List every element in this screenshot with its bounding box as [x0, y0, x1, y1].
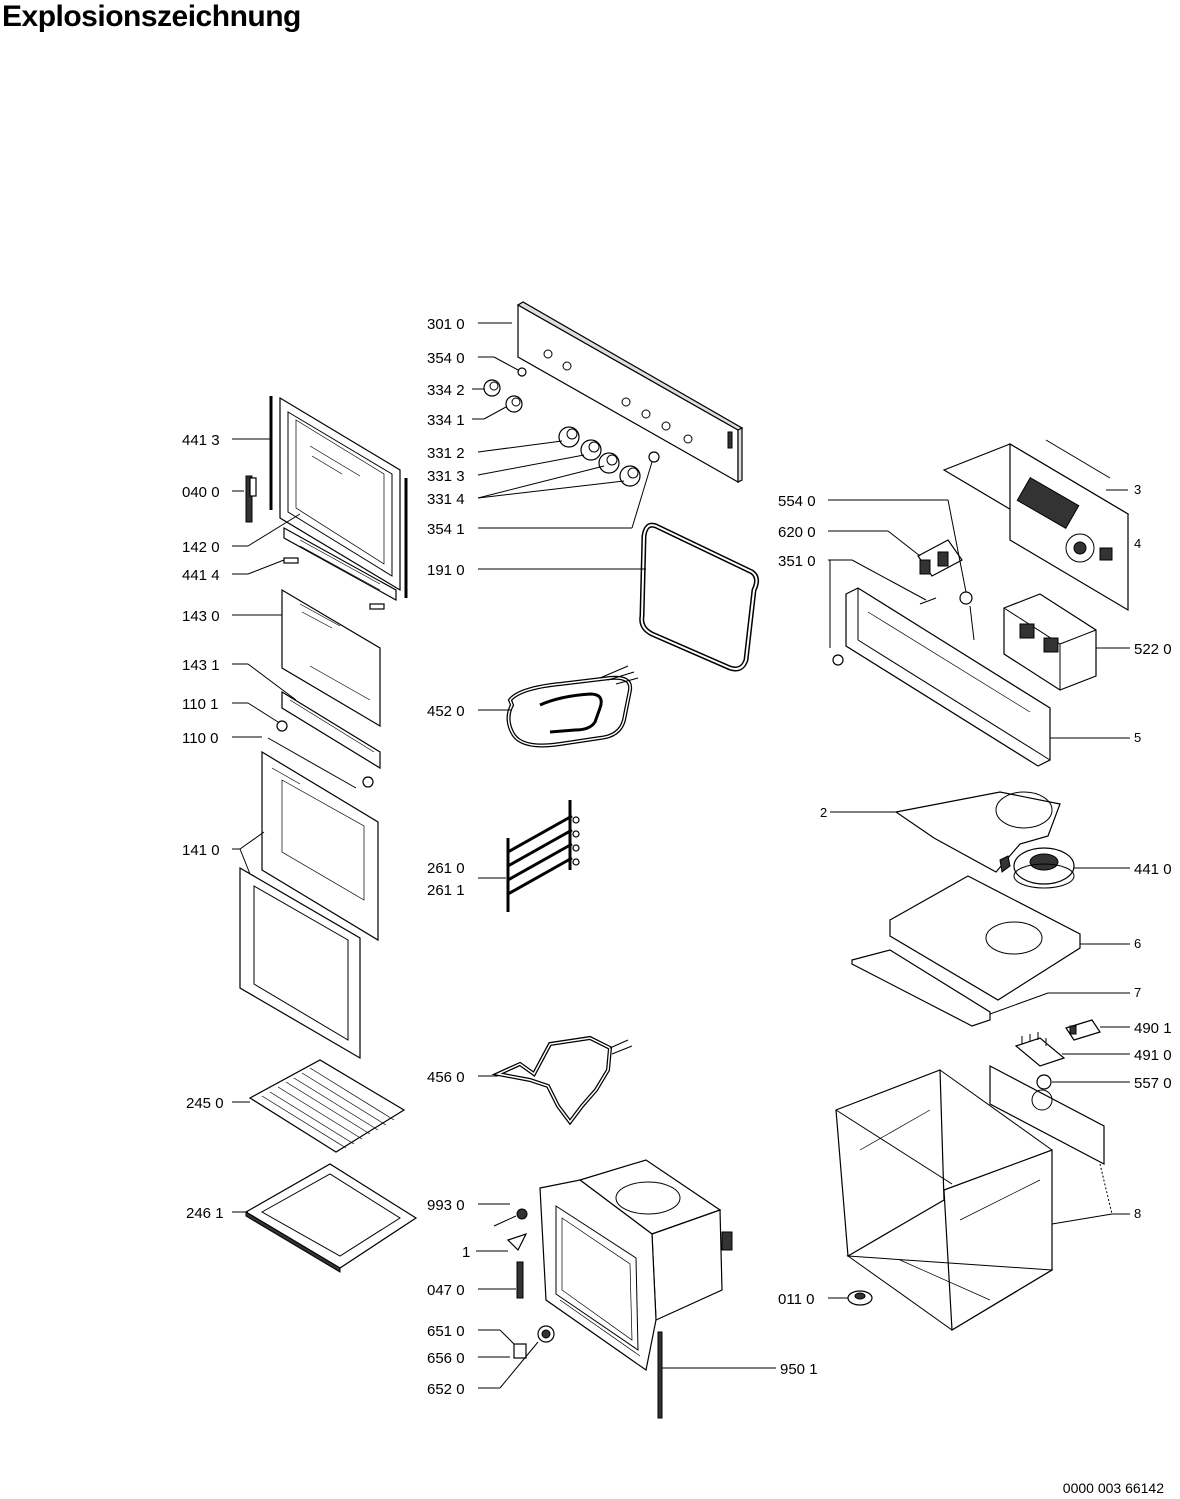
label-301-0: 301 0 [427, 316, 465, 333]
label-456-0: 456 0 [427, 1069, 465, 1086]
label-331-2: 331 2 [427, 445, 465, 462]
part-labels: 301 0 354 0 334 2 334 1 331 2 331 3 331 … [182, 316, 1172, 1398]
label-110-1: 110 1 [182, 696, 218, 713]
control-panel-part [516, 301, 744, 484]
label-143-0: 143 0 [182, 608, 220, 625]
label-245-0: 245 0 [186, 1095, 224, 1112]
label-142-0: 142 0 [182, 539, 220, 556]
label-452-0: 452 0 [427, 703, 465, 720]
label-334-2: 334 2 [427, 382, 465, 399]
label-8: 8 [1134, 1206, 1141, 1221]
label-557-0: 557 0 [1134, 1075, 1172, 1092]
seal-strip-part [657, 1331, 663, 1419]
label-441-3: 441 3 [182, 432, 220, 449]
door-gasket-part [639, 522, 760, 672]
top-cover-part [942, 439, 1130, 612]
label-651-0: 651 0 [427, 1323, 465, 1340]
label-1: 1 [462, 1244, 470, 1261]
top-heating-element-part [506, 665, 639, 748]
small-knobs-part [483, 367, 527, 413]
label-331-3: 331 3 [427, 468, 465, 485]
label-143-1: 143 1 [182, 657, 220, 674]
label-047-0: 047 0 [427, 1282, 465, 1299]
label-011-0: 011 0 [778, 1291, 814, 1308]
inner-glass-part [281, 588, 381, 728]
label-331-4: 331 4 [427, 491, 465, 508]
label-351-0: 351 0 [778, 553, 816, 570]
rear-plate-part [851, 875, 1081, 1027]
fan-cover-part [894, 791, 1061, 873]
label-950-1: 950 1 [780, 1361, 818, 1378]
label-652-0: 652 0 [427, 1381, 465, 1398]
label-334-1: 334 1 [427, 412, 465, 429]
foot-part [847, 1290, 873, 1306]
label-620-0: 620 0 [778, 524, 816, 541]
label-656-0: 656 0 [427, 1350, 465, 1367]
label-040-0: 040 0 [182, 484, 220, 501]
footer-document-code: 0000 003 66142 [1062, 1480, 1164, 1496]
label-110-0: 110 0 [182, 730, 218, 747]
label-490-1: 490 1 [1134, 1020, 1172, 1037]
control-frame-part [832, 587, 1051, 767]
oven-housing-part [835, 1065, 1105, 1332]
label-993-0: 993 0 [427, 1197, 465, 1214]
shelf-guide-part [506, 800, 580, 912]
grill-rack-part [248, 1059, 406, 1153]
label-441-4: 441 4 [182, 567, 220, 584]
small-fittings-part [493, 1208, 555, 1359]
door-clips-part [267, 720, 374, 789]
fan-motor-part [1013, 847, 1075, 889]
label-246-1: 246 1 [186, 1205, 224, 1222]
label-354-0: 354 0 [427, 350, 465, 367]
label-354-1: 354 1 [427, 521, 465, 538]
door-bottom-strip-part [283, 526, 397, 610]
large-knobs-part [558, 426, 660, 487]
label-261-1: 261 1 [427, 882, 465, 899]
label-2: 2 [820, 805, 827, 820]
middle-glass-part [281, 690, 381, 770]
label-5: 5 [1134, 730, 1141, 745]
label-3: 3 [1134, 482, 1141, 497]
bottom-heating-element-part [491, 1035, 633, 1126]
label-522-0: 522 0 [1134, 641, 1172, 658]
label-6: 6 [1134, 936, 1141, 951]
selector-switch-block-part [1003, 593, 1097, 691]
label-554-0: 554 0 [778, 493, 816, 510]
baking-tray-part [244, 1163, 418, 1273]
door-frame-part [269, 396, 408, 598]
label-191-0: 191 0 [427, 562, 465, 579]
leader-lines [232, 322, 1130, 1389]
label-441-0: 441 0 [1134, 861, 1172, 878]
document-title: Explosionszeichnung [2, 0, 301, 33]
label-4: 4 [1134, 536, 1141, 551]
oven-cavity-part [539, 1159, 733, 1372]
label-261-0: 261 0 [427, 860, 465, 877]
door-hinge-part [245, 475, 257, 523]
label-491-0: 491 0 [1134, 1047, 1172, 1064]
outer-door-glass-part [239, 750, 379, 1060]
label-141-0: 141 0 [182, 842, 220, 859]
thermostat-parts [1014, 1019, 1101, 1090]
label-7: 7 [1134, 985, 1141, 1000]
